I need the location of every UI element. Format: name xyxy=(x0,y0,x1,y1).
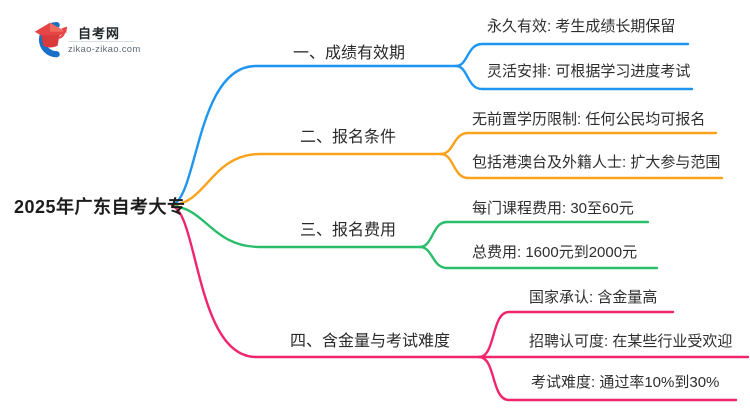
branch-2-child-1-connector xyxy=(439,131,718,156)
leaf-score-permanent-label: 永久有效: 考生成绩长期保留 xyxy=(487,18,676,35)
graduation-cap-icon xyxy=(34,22,68,58)
branch-1-label: 一、成绩有效期 xyxy=(293,45,406,62)
leaf-no-education-limit-label: 无前置学历限制: 任何公民均可报名 xyxy=(472,111,706,128)
branch-3-trunk-line xyxy=(170,204,422,249)
branch-2-label: 二、报名条件 xyxy=(300,129,397,146)
branch-1-child-2-connector xyxy=(454,64,694,91)
leaf-hk-macao-foreign-label: 包括港澳台及外籍人士: 扩大参与范围 xyxy=(472,154,721,171)
logo-divider xyxy=(68,41,134,42)
site-name: 自考网 xyxy=(78,26,121,41)
branch-3-child-1-connector xyxy=(418,220,650,249)
leaf-exam-difficulty-label: 考试难度: 通过率10%到30% xyxy=(531,374,720,391)
leaf-score-flexible-label: 灵活安排: 可根据学习进度考试 xyxy=(487,63,691,80)
root-node-label: 2025年广东自考大专 xyxy=(14,197,186,217)
branch-2-trunk-line xyxy=(170,152,443,207)
branch-4-label: 四、含金量与考试难度 xyxy=(290,333,451,350)
branch-4-child-3-connector xyxy=(477,355,738,402)
branch-1-trunk-line xyxy=(170,64,458,207)
branch-3-label: 三、报名费用 xyxy=(300,222,397,239)
branch-1-child-1-connector xyxy=(454,42,690,68)
site-url: zikao-zikao.com xyxy=(68,44,141,55)
leaf-total-fee-label: 总费用: 1600元到2000元 xyxy=(472,244,638,261)
leaf-recruitment-recognition-label: 招聘认可度: 在某些行业受欢迎 xyxy=(529,333,733,350)
branch-3-child-2-connector xyxy=(418,245,659,270)
leaf-state-recognized-label: 国家承认: 含金量高 xyxy=(529,289,658,306)
branch-4-child-1-connector xyxy=(477,310,675,359)
site-logo: 自考网 zikao-zikao.com xyxy=(28,13,148,61)
leaf-course-fee-label: 每门课程费用: 30至60元 xyxy=(472,200,634,217)
branch-2-child-2-connector xyxy=(439,152,724,180)
branch-4-trunk-line xyxy=(170,204,481,359)
